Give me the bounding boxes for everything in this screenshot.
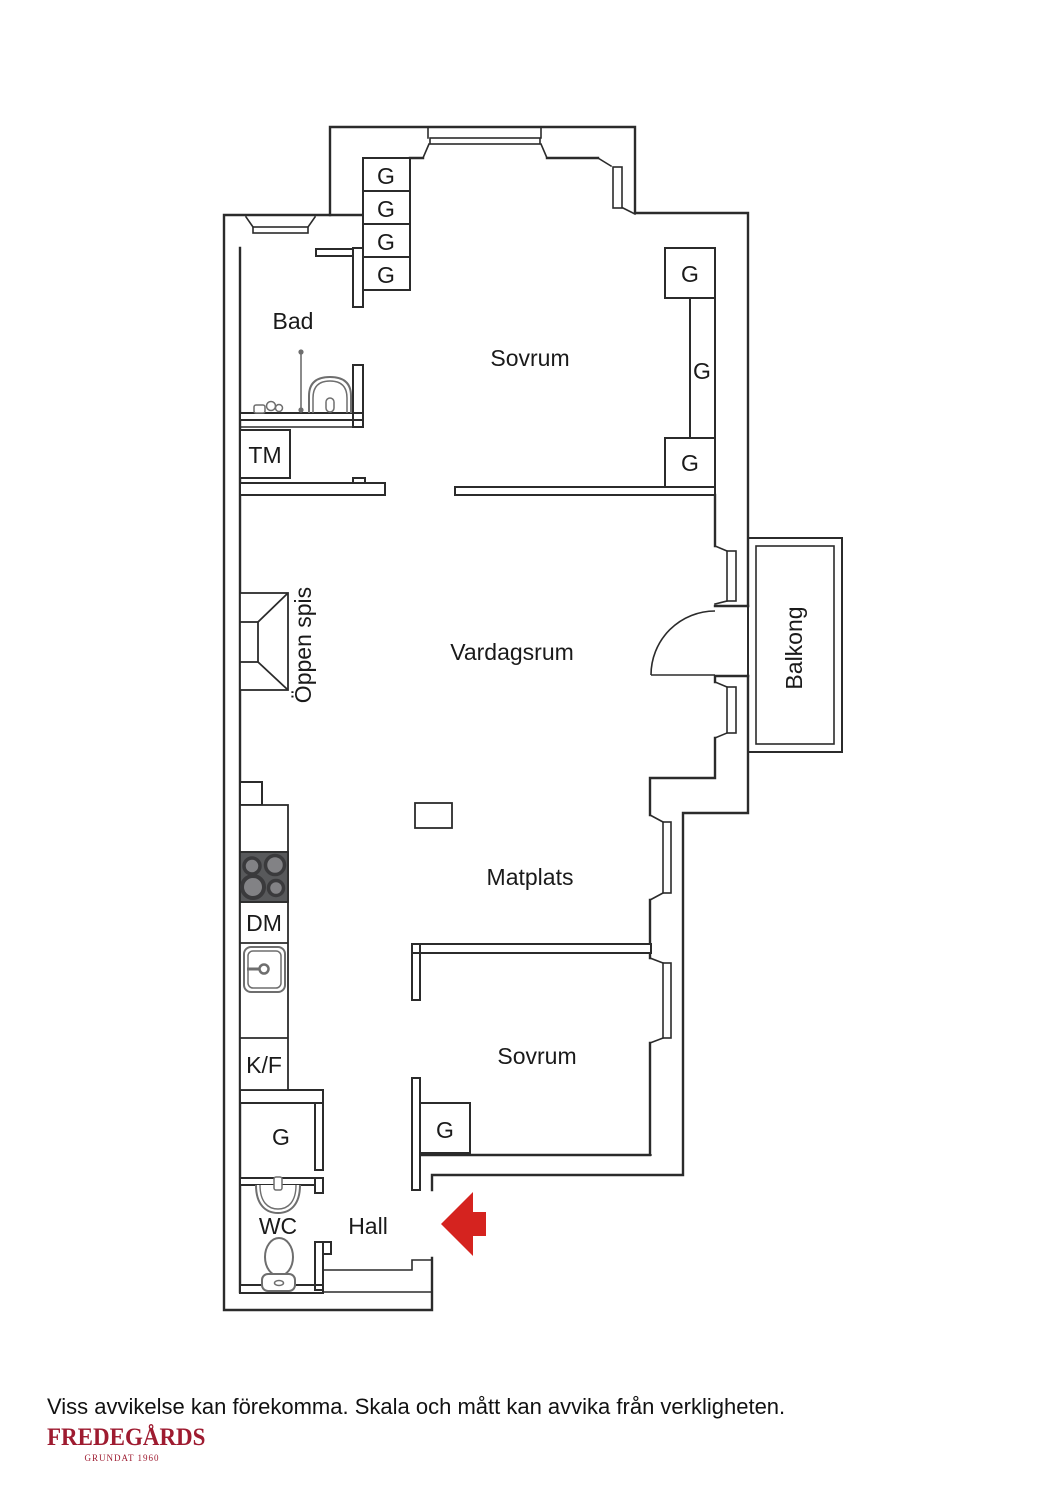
stove [239,851,289,903]
closet-label-g3: G [377,229,395,255]
bad-fixtures [253,349,352,414]
room-label-hall: Hall [348,1213,388,1239]
fireplace [239,592,289,691]
closet-label-g6: G [693,358,711,384]
toiletry-items [253,400,284,414]
shower-rail [298,349,304,413]
window-bad [244,215,317,234]
wc-fixtures [255,1176,301,1292]
window-top-sovrum [421,126,549,160]
bathtub [308,375,352,413]
outer-wall-right-bottom [430,674,750,1192]
window-balcony-upper [713,544,737,605]
closet-label-g9: G [436,1117,454,1143]
burner [263,853,287,877]
washing-machine-box [239,429,291,479]
kitchen-sink [243,946,286,993]
room-label-balkong: Balkong [781,606,807,689]
door-arc [650,610,716,676]
balcony-door [650,610,716,676]
closet-label-g7: G [681,450,699,476]
appliance-boxes [239,429,453,829]
closet-column-dividers [362,190,411,258]
burner [266,878,286,898]
interior-walls [239,247,716,1294]
room-label-sovrum-bottom: Sovrum [497,1043,576,1069]
closet-label-g5: G [681,261,699,287]
appliance-label-dm: DM [246,910,282,936]
room-label-wc: WC [259,1213,297,1239]
windows [244,126,737,1045]
interior-wall-bands [239,247,716,1294]
interior-wall-lines [239,426,652,1293]
closet-label-g1: G [377,163,395,189]
balcony-outer [747,537,843,753]
toilet-flush-button [273,1279,285,1287]
brand-subtitle: GRUNDAT 1960 [84,1453,160,1463]
balcony [747,537,843,753]
outer-wall-top-left [222,125,750,1312]
toilet [261,1237,296,1292]
brand-logo: FREDEGÅRDS [47,1424,206,1451]
disclaimer-text: Viss avvikelse kan förekomma. Skala och … [47,1394,786,1419]
inner-face-east [418,493,750,1157]
balcony-inner [755,545,835,745]
closet-label-g4: G [377,262,395,288]
room-label-bad: Bad [273,308,314,334]
window-balcony-lower [713,680,737,740]
closet-right-bottom [664,437,716,488]
pillar-box [414,802,453,829]
closets [362,157,716,1154]
closet-bedroom [419,1102,471,1154]
room-label-matplats: Matplats [487,864,574,890]
wc-sink-tap [273,1176,283,1191]
room-label-vardagsrum: Vardagsrum [450,639,574,665]
burner [242,856,262,876]
room-label-sovrum-top: Sovrum [490,345,569,371]
window-corner-sovrum [596,156,637,216]
appliance-label-tm: TM [248,442,281,468]
window-matplats [648,813,672,902]
closet-label-g8: G [272,1124,290,1150]
exterior-walls [222,125,750,1312]
room-label-oppen-spis: Öppen spis [290,587,316,703]
wc-sink [255,1176,301,1215]
bathtub-drain [325,397,335,413]
window-sovrum-bottom [648,956,672,1045]
burner [240,874,266,900]
entrance-arrow [441,1192,486,1256]
appliance-label-kf: K/F [246,1052,282,1078]
closet-label-g2: G [377,196,395,222]
